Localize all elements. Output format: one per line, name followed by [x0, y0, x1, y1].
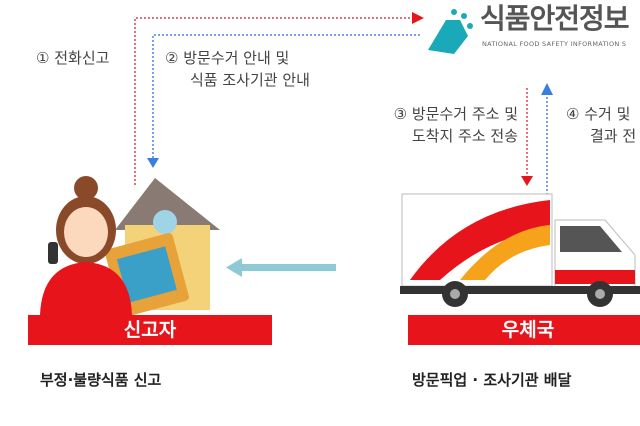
phone-icon [48, 242, 58, 264]
arrow-report-call [134, 17, 412, 185]
logo-mark-icon [428, 9, 473, 54]
reporter-illustration [40, 176, 220, 315]
arrow-head-red-down [521, 176, 533, 186]
step-4-label-line2: 결과 전 [590, 127, 637, 145]
postoffice-label: 우체국 [408, 315, 640, 345]
step-2-label-line2: 식품 조사기관 안내 [190, 71, 310, 89]
logo-subtext: NATIONAL FOOD SAFETY INFORMATION S [482, 40, 627, 48]
truck-illustration [400, 193, 640, 307]
house-roof-icon [115, 178, 220, 230]
food-package-front [116, 246, 177, 303]
logo-text: 식품안전정보 [480, 2, 630, 35]
step-2-label-line1: ② 방문수거 안내 및 [165, 49, 290, 67]
step-1-label: ① 전화신고 [36, 49, 110, 67]
arrow-head-red-right [412, 12, 424, 24]
reporter-caption: 부정·불량식품 신고 [40, 371, 162, 389]
step-3-label-line2: 도착지 주소 전송 [411, 127, 518, 145]
postoffice-caption: 방문픽업 · 조사기관 배달 [412, 371, 572, 389]
logo [424, 6, 480, 60]
house-window [153, 210, 177, 234]
arrow-head-blue-up [541, 83, 553, 95]
arrow-delivery [226, 258, 336, 277]
person-face [64, 207, 108, 257]
person-hair-bun [74, 176, 98, 200]
step-4-label-line1: ④ 수거 및 [566, 105, 631, 123]
person-body [40, 262, 132, 315]
arrow-head-blue-down [147, 158, 159, 168]
step-3-label-line1: ③ 방문수거 주소 및 [393, 105, 518, 123]
arrow-guidance [152, 34, 420, 158]
reporter-label: 신고자 [28, 315, 272, 345]
